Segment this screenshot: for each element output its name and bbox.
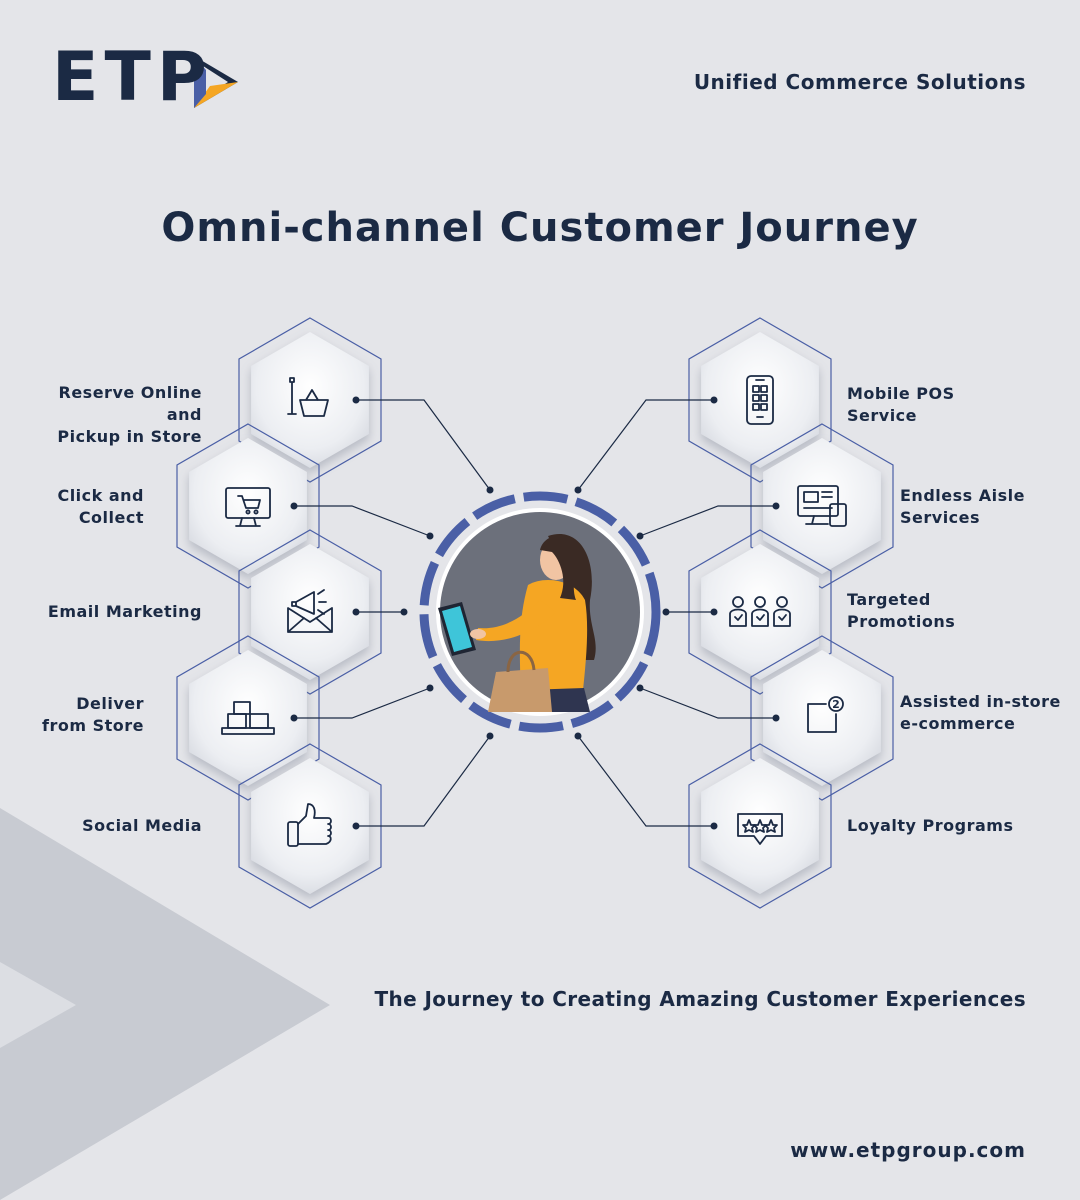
label-left-3: Deliver from Store [20, 693, 144, 737]
label-line: Assisted in-store [900, 692, 1061, 711]
star-rating-icon [737, 813, 783, 845]
badge-count: 2 [832, 698, 840, 711]
label-line: Reserve Online and [58, 383, 202, 424]
hexagon-left-3 [176, 635, 320, 801]
connector-right-3 [636, 684, 780, 722]
connector-left-2 [352, 608, 408, 616]
page-title: Omni-channel Customer Journey [161, 205, 919, 251]
label-line: from Store [42, 716, 144, 735]
label-left-4: Social Media [20, 815, 202, 837]
notification-badge-icon: 2 [807, 696, 844, 733]
hexagon-right-3 [750, 635, 894, 801]
label-line: Deliver [76, 694, 144, 713]
website-link[interactable]: www.etpgroup.com [790, 1138, 1026, 1162]
label-line: Email Marketing [47, 602, 202, 621]
connector-left-3 [290, 684, 434, 722]
hexagon-right-1 [750, 423, 894, 589]
connector-right-4 [574, 732, 718, 830]
label-right-0: Mobile POS Service [847, 383, 1067, 427]
subtitle: The Journey to Creating Amazing Customer… [374, 987, 1026, 1011]
background-triangle-small [0, 962, 76, 1048]
label-line: Click and [57, 486, 144, 505]
monitor-tablet-icon [797, 485, 847, 527]
connector-right-2 [662, 608, 718, 616]
label-line: e-commerce [900, 714, 1016, 733]
hexagon-right-4 [688, 743, 832, 909]
label-line: Promotions [847, 612, 956, 631]
connector-left-1 [290, 502, 434, 540]
center-circle [419, 491, 661, 733]
label-line: Pickup in Store [57, 427, 202, 446]
boxes-icon [221, 701, 275, 735]
basket-pickup-icon [287, 377, 329, 417]
logo-text: ETP [52, 38, 213, 117]
logo-mark-icon [194, 56, 238, 108]
thumbs-up-icon [287, 803, 332, 847]
hexagon-right-0 [688, 317, 832, 483]
background-triangle-large [0, 808, 330, 1200]
label-left-2: Email Marketing [20, 601, 202, 623]
label-line: Services [900, 508, 981, 527]
label-line: Endless Aisle [900, 486, 1025, 505]
connector-right-0 [574, 396, 718, 494]
label-right-4: Loyalty Programs [847, 815, 1067, 837]
label-line: Social Media [82, 816, 202, 835]
connector-left-4 [352, 732, 494, 830]
hexagon-left-4 [238, 743, 382, 909]
people-target-icon [729, 596, 791, 627]
woman-shopping-illustration [438, 533, 596, 712]
hexagon-right-2 [688, 529, 832, 695]
megaphone-envelope-icon [287, 589, 333, 633]
connector-left-0 [352, 396, 494, 494]
tagline: Unified Commerce Solutions [693, 70, 1026, 94]
label-line: Collect [78, 508, 144, 527]
label-line: Mobile POS [847, 384, 955, 403]
label-line: Service [847, 406, 918, 425]
mobile-phone-icon [746, 375, 774, 425]
connector-right-1 [636, 502, 780, 540]
hexagon-left-1 [176, 423, 320, 589]
monitor-cart-icon [225, 487, 271, 527]
label-right-3: Assisted in-store e-commerce [900, 691, 1070, 735]
label-line: Loyalty Programs [847, 816, 1014, 835]
label-line: Targeted [847, 590, 931, 609]
